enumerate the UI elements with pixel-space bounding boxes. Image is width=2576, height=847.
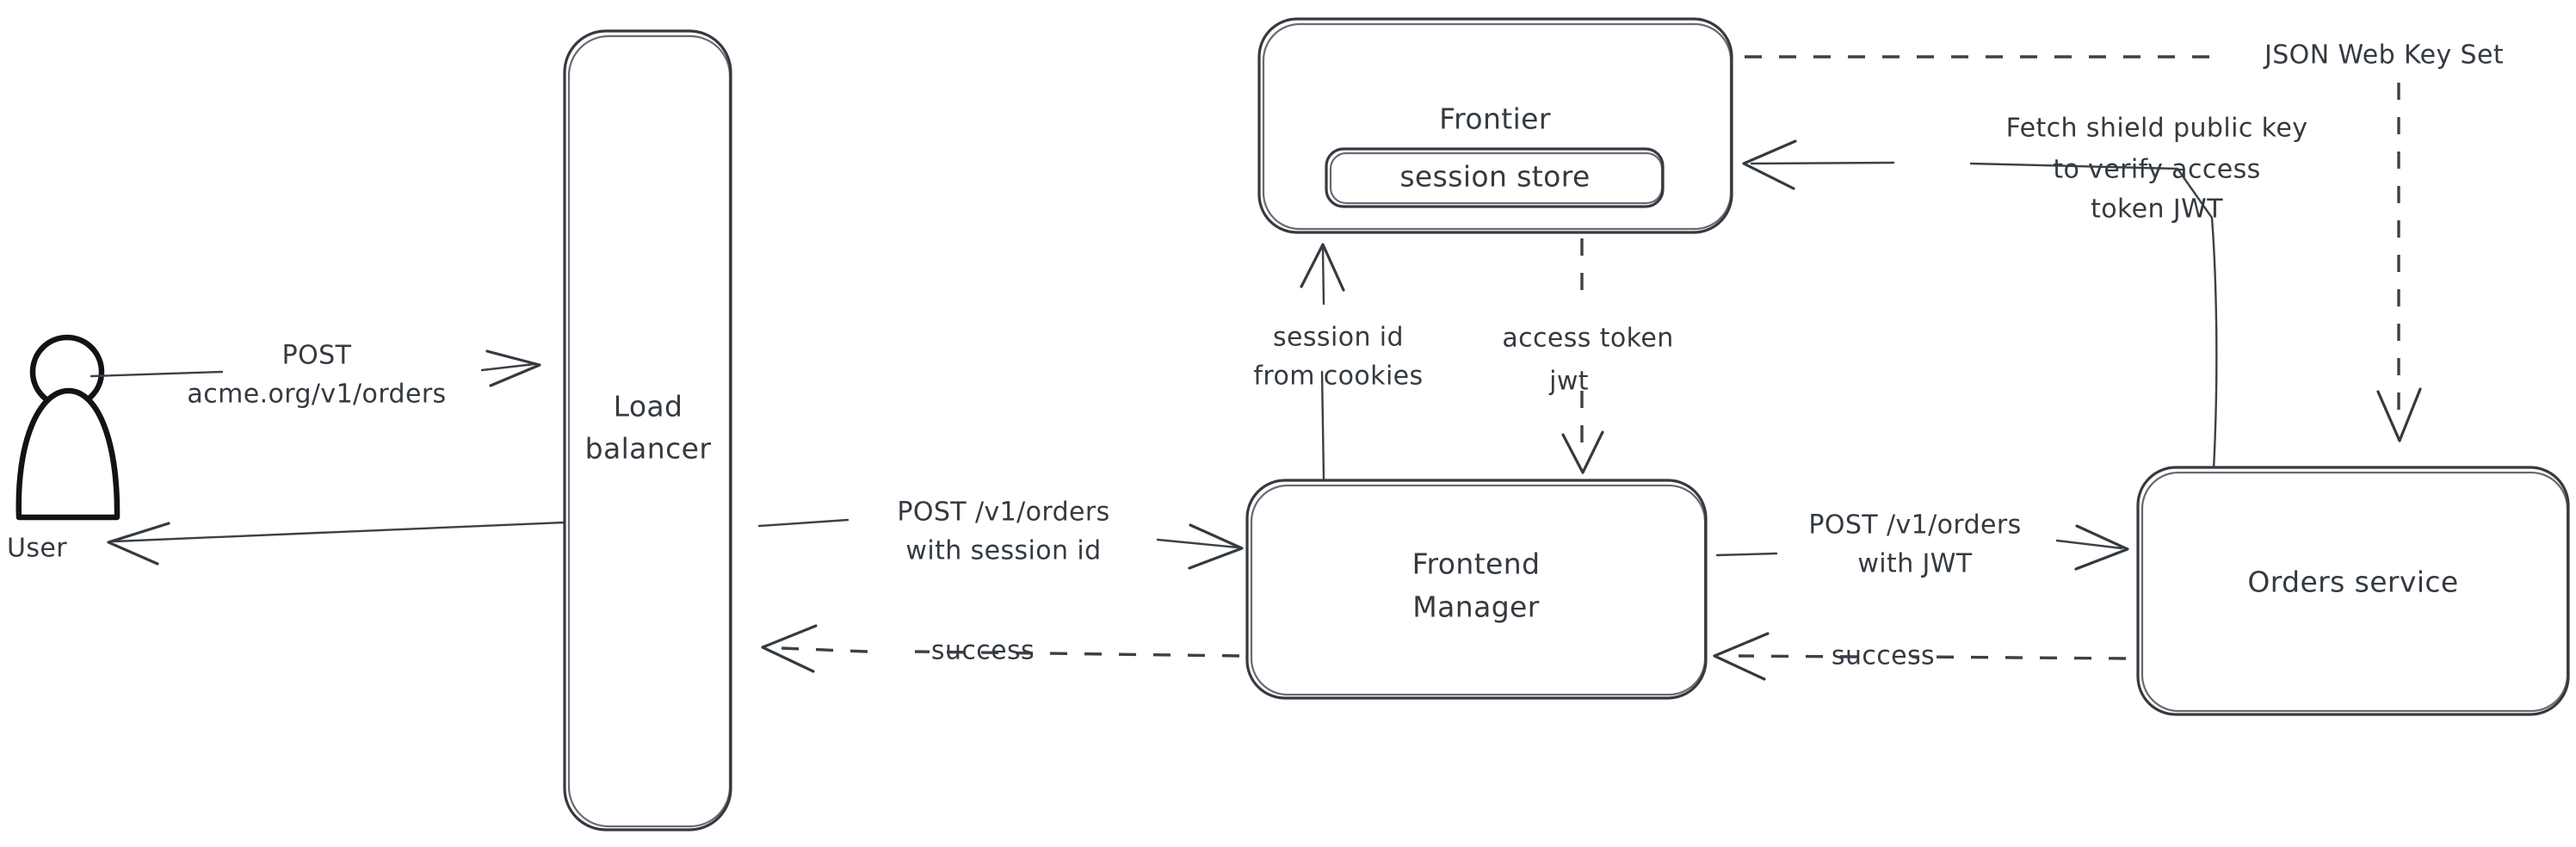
- user-node[interactable]: User: [7, 334, 120, 564]
- edge-label-user-to-lb-line1: POST: [282, 341, 352, 371]
- edge-orders-to-frontier[interactable]: Fetch shield public key to verify access…: [1742, 114, 2308, 471]
- edge-label-lb-to-fm-line2: with session id: [905, 536, 1101, 566]
- frontier-label: Frontier: [1439, 102, 1551, 136]
- edge-fm-to-frontier[interactable]: session id from cookies: [1253, 243, 1423, 480]
- edge-user-to-load-balancer[interactable]: POST acme.org/v1/orders: [90, 341, 541, 410]
- edge-load-balancer-to-user[interactable]: [107, 521, 565, 566]
- frontend-manager-node[interactable]: Frontend Manager: [1245, 479, 1708, 700]
- edge-frontier-to-orders[interactable]: JSON Web Key Set: [1745, 40, 2504, 442]
- edge-label-orders-to-frontier-line3: token JWT: [2091, 195, 2223, 225]
- session-store-node[interactable]: session store: [1325, 147, 1665, 208]
- edge-label-orders-to-fm: success: [1832, 641, 1935, 671]
- edge-label-fm-to-orders-line2: with JWT: [1857, 549, 1972, 579]
- edge-label-lb-to-fm-line1: POST /v1/orders: [897, 498, 1109, 528]
- load-balancer-label-line1: Load: [614, 390, 683, 424]
- edge-label-fm-to-lb: success: [931, 636, 1035, 666]
- orders-service-label: Orders service: [2247, 566, 2458, 599]
- edge-label-fm-to-frontier-line2: from cookies: [1253, 362, 1423, 392]
- edge-label-user-to-lb-line2: acme.org/v1/orders: [187, 380, 446, 410]
- edge-lb-to-frontend-manager[interactable]: POST /v1/orders with session id: [757, 498, 1244, 570]
- edge-frontend-manager-to-lb[interactable]: success: [761, 624, 1240, 673]
- load-balancer-node[interactable]: Load balancer: [563, 29, 732, 832]
- frontend-manager-label-line1: Frontend: [1412, 547, 1541, 581]
- user-label: User: [7, 534, 67, 564]
- edge-label-frontier-to-orders: JSON Web Key Set: [2263, 40, 2504, 71]
- orders-service-node[interactable]: Orders service: [2136, 466, 2570, 716]
- frontier-node[interactable]: Frontier session store: [1257, 17, 1733, 234]
- edge-orders-to-fm[interactable]: success: [1713, 632, 2127, 681]
- load-balancer-label-line2: balancer: [585, 432, 712, 466]
- frontend-manager-label-line2: Manager: [1412, 590, 1539, 624]
- edge-label-fm-to-frontier-line1: session id: [1273, 323, 1404, 353]
- edge-label-frontier-to-fm-line2: jwt: [1548, 367, 1589, 397]
- edge-label-orders-to-frontier-line2: to verify access: [2053, 155, 2260, 185]
- edge-label-orders-to-frontier-line1: Fetch shield public key: [2006, 114, 2308, 144]
- edge-label-fm-to-orders-line1: POST /v1/orders: [1808, 510, 2021, 541]
- edge-frontier-to-fm[interactable]: access token jwt: [1502, 238, 1673, 474]
- user-person-icon: [15, 334, 120, 521]
- session-store-label: session store: [1399, 160, 1590, 194]
- edge-label-frontier-to-fm-line1: access token: [1502, 324, 1673, 354]
- edge-fm-to-orders[interactable]: POST /v1/orders with JWT: [1715, 510, 2129, 579]
